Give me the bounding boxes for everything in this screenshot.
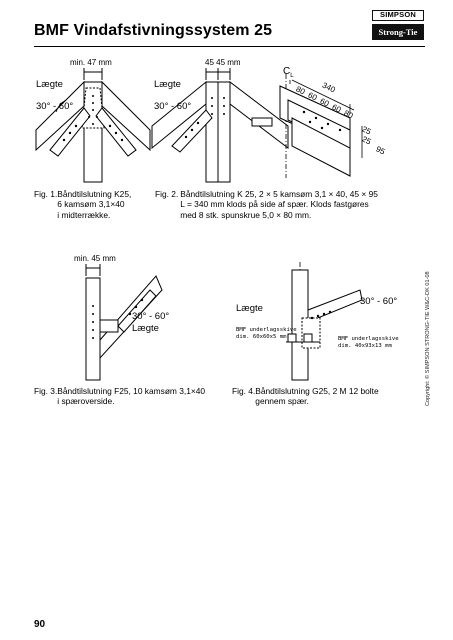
fig3-caption-text: Båndtilslutning F25, 10 kamsøm 3,1×40 i … xyxy=(57,386,206,407)
fig3-angle-label: 30° - 60° xyxy=(132,311,170,322)
page-number: 90 xyxy=(34,619,46,630)
logo-bottom-text: Strong-Tie xyxy=(372,24,424,40)
simpson-strong-tie-logo: SIMPSON Strong-Tie xyxy=(372,10,424,44)
fig2-caption-text: Båndtilslutning K 25, 2 × 5 kamsøm 3,1 ×… xyxy=(180,189,378,220)
fig2-caption: Fig. 2.Båndtilslutning K 25, 2 × 5 kamsø… xyxy=(155,189,425,220)
fig4-washer-left-line1: BMF underlagsskive xyxy=(236,327,297,333)
title-rule xyxy=(34,46,425,47)
fig4-batten-label: Lægte xyxy=(236,303,263,314)
fig4-angle-label: 30° - 60° xyxy=(360,296,398,307)
fig1-dimension: min. 47 mm xyxy=(70,58,112,67)
fig3-caption: Fig. 3.Båndtilslutning F25, 10 kamsøm 3,… xyxy=(34,386,224,407)
fig2-centerline-label: CL xyxy=(283,66,294,79)
fig4-washer-left-line2: dim. 60x60x5 mm xyxy=(236,334,287,340)
fig1-batten-label: Lægte xyxy=(36,79,63,90)
fig2-batten-label: Lægte xyxy=(154,79,181,90)
logo-top-text: SIMPSON xyxy=(372,10,424,21)
fig3-caption-number: Fig. 3. xyxy=(34,386,58,396)
fig4-washer-left: BMF underlagsskive dim. 60x60x5 mm xyxy=(236,327,297,341)
fig2-caption-number: Fig. 2. xyxy=(155,189,179,199)
fig2-angle-label: 30° - 60° xyxy=(154,101,192,112)
fig4-caption: Fig. 4.Båndtilslutning G25, 2 M 12 bolte… xyxy=(232,386,422,407)
fig4-washer-right-line1: BMF underlagsskive xyxy=(338,336,399,342)
fig4-washer-right-line2: dim. 40x93x13 mm xyxy=(338,343,392,349)
fig2-dimension: 45 45 mm xyxy=(205,58,241,67)
fig1-caption-text: Båndtilslutning K25, 6 kamsøm 3,1×40 i m… xyxy=(57,189,132,220)
fig4-washer-right: BMF underlagsskive dim. 40x93x13 mm xyxy=(338,336,399,350)
fig3-batten-label: Lægte xyxy=(132,323,159,334)
fig4-caption-text: Båndtilslutning G25, 2 M 12 bolte gennem… xyxy=(255,386,379,407)
fig1-angle-label: 30° - 60° xyxy=(36,101,74,112)
fig3-dimension: min. 45 mm xyxy=(74,254,116,263)
fig1-caption-number: Fig. 1. xyxy=(34,189,58,199)
fig4-caption-number: Fig. 4. xyxy=(232,386,256,396)
fig1-caption: Fig. 1.Båndtilslutning K25, 6 kamsøm 3,1… xyxy=(34,189,152,220)
page-title: BMF Vindafstivningssystem 25 xyxy=(34,22,273,39)
copyright-notice: Copyright: © SIMPSON STRONG-TIE W&C-DK 0… xyxy=(425,271,431,406)
